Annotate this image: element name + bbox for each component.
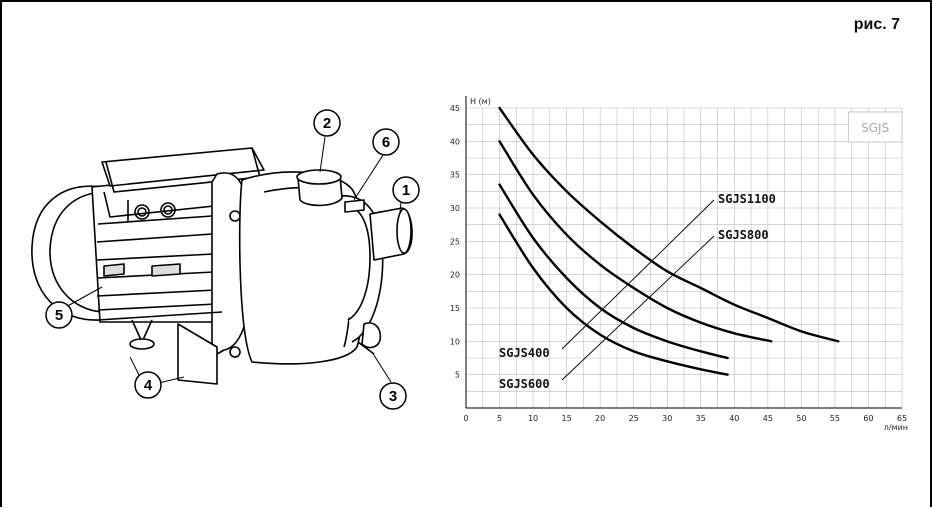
callout-label: 5 [55, 307, 63, 324]
callout-label: 3 [389, 388, 397, 405]
callout-1: 1 [392, 176, 420, 204]
chart-curves [498, 106, 840, 376]
y-tick-label: 5 [455, 371, 460, 380]
callout-label: 1 [402, 182, 410, 199]
curve-sgjs400 [498, 213, 729, 376]
x-tick-label: 65 [897, 414, 907, 423]
y-tick-label: 35 [450, 171, 460, 180]
callout-6: 6 [372, 128, 400, 156]
callout-3: 3 [379, 382, 407, 410]
y-tick-label: 30 [450, 204, 460, 213]
y-tick-label: 25 [450, 237, 460, 246]
x-axis-title: л/мин [884, 423, 908, 432]
callout-4: 4 [134, 371, 162, 399]
x-tick-label: 5 [497, 414, 502, 423]
figure-label: рис. 7 [853, 16, 900, 33]
series-label-sgjs400: SGJS400 [499, 346, 550, 360]
x-tick-label: 25 [629, 414, 639, 423]
chart-axes [465, 96, 902, 409]
x-tick-label: 60 [863, 414, 873, 423]
x-tick-label: 10 [528, 414, 538, 423]
y-tick-label: 10 [450, 337, 460, 346]
y-tick-label: 40 [450, 137, 460, 146]
legend-box-label: SGJS [861, 121, 889, 135]
y-tick-label: 15 [450, 304, 460, 313]
callout-5: 5 [45, 301, 73, 329]
x-tick-label: 45 [763, 414, 773, 423]
callout-2: 2 [313, 109, 341, 137]
label-leader-line [561, 235, 715, 381]
series-label-sgjs800: SGJS800 [718, 228, 769, 242]
curve-sgjs600 [498, 183, 729, 360]
pump-illustration [31, 147, 413, 385]
y-tick-label: 20 [450, 271, 460, 280]
callout-label: 6 [382, 134, 390, 151]
y-axis-title: H (м) [470, 97, 491, 106]
chart-grid [465, 107, 903, 409]
x-tick-label: 20 [595, 414, 605, 423]
curve-sgjs1100 [498, 106, 840, 343]
x-tick-label: 55 [830, 414, 840, 423]
x-tick-label: 0 [463, 414, 468, 423]
chart-legend-box: SGJS [847, 111, 903, 143]
curve-sgjs800 [498, 140, 773, 343]
x-tick-label: 35 [696, 414, 706, 423]
x-tick-label: 15 [562, 414, 572, 423]
x-tick-label: 30 [662, 414, 672, 423]
performance-chart: 0 5 10 15 20 25 30 35 40 45 50 55 60 65 5 10 15 20 25 30 35 4… [450, 96, 908, 432]
chart-tick-labels: 0 5 10 15 20 25 30 35 40 45 50 55 60 65 5 10 15 20 25 30 35 4… [450, 104, 907, 423]
series-label-sgjs1100: SGJS1100 [718, 192, 776, 206]
label-leader-line [561, 199, 715, 350]
x-tick-label: 40 [729, 414, 739, 423]
callout-label: 2 [323, 115, 331, 132]
chart-label-leaders [561, 199, 715, 381]
series-label-sgjs600: SGJS600 [499, 377, 550, 391]
callout-label: 4 [144, 377, 153, 394]
x-tick-label: 50 [796, 414, 806, 423]
y-tick-label: 45 [450, 104, 460, 113]
